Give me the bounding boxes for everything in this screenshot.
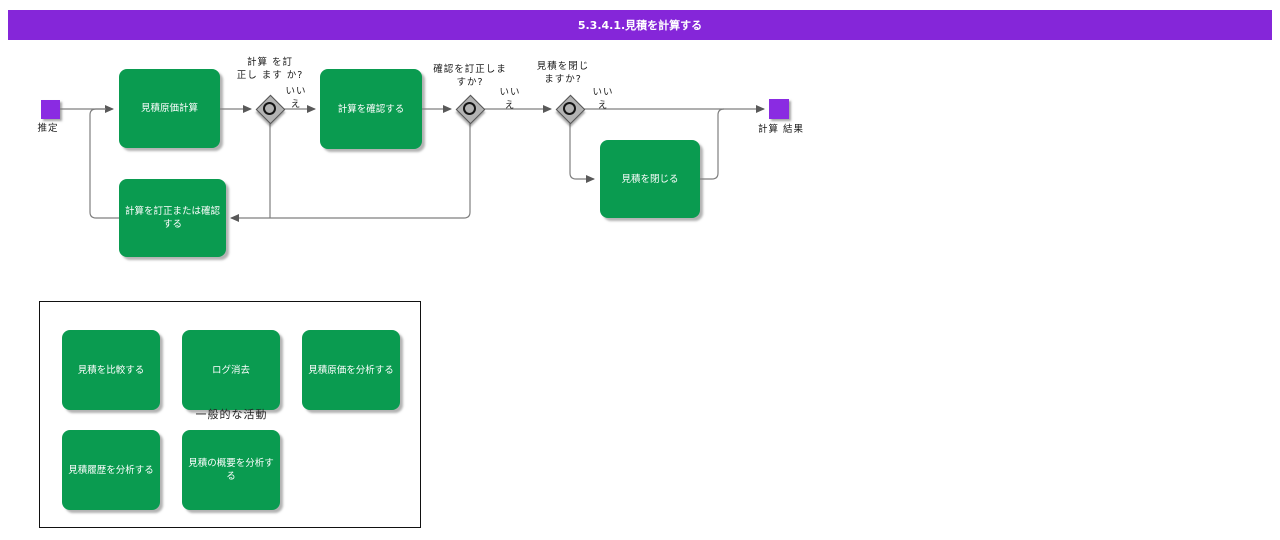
legend-activity-analyze-estimate-history[interactable]: 見積履歴を分析する xyxy=(62,430,160,510)
start-event[interactable] xyxy=(41,100,60,119)
connector-task4-loop-back xyxy=(89,108,119,219)
task-calculate-estimate-cost[interactable]: 見積原価計算 xyxy=(119,69,220,148)
gateway-close-estimate[interactable] xyxy=(555,94,586,125)
gateway3-no-line1: いい xyxy=(592,87,614,98)
gateway2-no-label: いい え xyxy=(492,86,528,112)
task-correct-or-confirm-calculation[interactable]: 計算を訂正または確認する xyxy=(119,179,226,257)
gateway3-no-line2: え xyxy=(597,100,609,111)
start-event-label: 推定 xyxy=(37,123,59,134)
gateway1-no-line1: いい xyxy=(285,86,307,97)
gateway1-question-line2: 正し ます か? xyxy=(236,70,304,81)
gateway-circle-icon xyxy=(563,102,576,115)
end-event-label: 計算 結果 xyxy=(757,124,805,135)
gateway-circle-icon xyxy=(463,102,476,115)
gateway1-no-label: いい え xyxy=(278,85,314,111)
task-close-estimate[interactable]: 見積を閉じる xyxy=(600,140,700,218)
task-confirm-calculation[interactable]: 計算を確認する xyxy=(320,69,422,149)
gateway3-question-line1: 見積を閉じ xyxy=(536,61,590,72)
gateway2-no-line1: いい xyxy=(499,87,521,98)
connector-gateway3-to-task3 xyxy=(569,123,595,183)
gateway2-question-line2: すか? xyxy=(456,77,484,88)
gateway3-no-label: いい え xyxy=(585,86,621,112)
legend-activity-analyze-estimate-summary[interactable]: 見積の概要を分析する xyxy=(182,430,280,510)
gateway-correct-calculation[interactable] xyxy=(255,94,286,125)
gateway1-question-line1: 計算 を訂 xyxy=(246,57,294,68)
gateway2-question-line1: 確認を訂正しま xyxy=(433,64,507,75)
legend-activity-compare-estimates[interactable]: 見積を比較する xyxy=(62,330,160,410)
gateway3-question-line2: ますか? xyxy=(544,74,582,85)
connector-task3-merge xyxy=(700,108,725,180)
common-activities-caption: 一般的な活動 xyxy=(195,408,268,421)
gateway1-question-label: 計算 を訂 正し ます か? xyxy=(210,56,330,82)
diagram-title-bar: 5.3.4.1.見積を計算する xyxy=(8,10,1272,40)
end-event[interactable] xyxy=(769,99,789,119)
gateway-circle-icon xyxy=(263,102,276,115)
gateway-correct-confirmation[interactable] xyxy=(455,94,486,125)
gateway2-question-label: 確認を訂正しま すか? xyxy=(410,63,530,89)
gateway2-no-line2: え xyxy=(504,100,516,111)
legend-activity-analyze-estimate-cost[interactable]: 見積原価を分析する xyxy=(302,330,400,410)
gateway3-question-label: 見積を閉じ ますか? xyxy=(503,60,623,86)
legend-activity-clear-log[interactable]: ログ消去 xyxy=(182,330,280,410)
gateway1-no-line2: え xyxy=(290,99,302,110)
